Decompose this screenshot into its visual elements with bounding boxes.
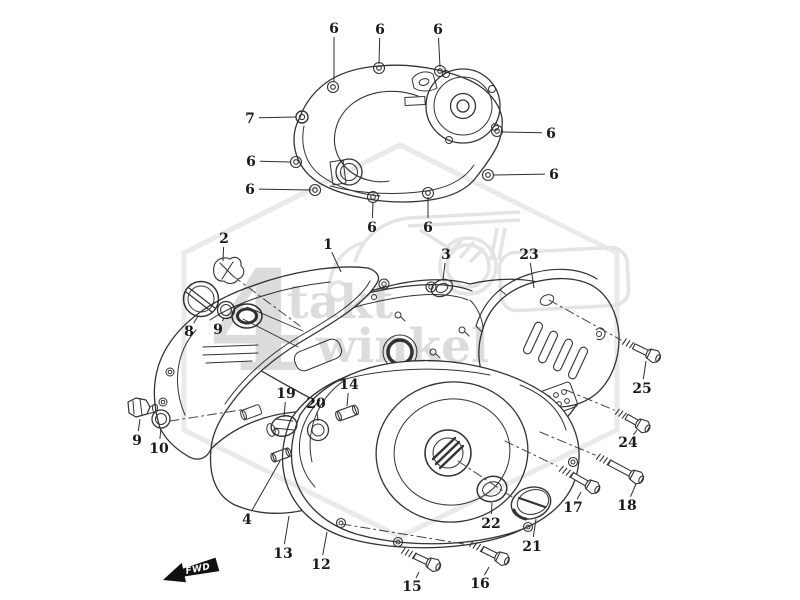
callout-label-6: 6 bbox=[433, 22, 443, 38]
callout-label-20: 20 bbox=[306, 396, 326, 412]
callout-label-6: 6 bbox=[367, 220, 377, 236]
pointer-lines bbox=[242, 306, 304, 348]
callout-label-6: 6 bbox=[246, 154, 256, 170]
callout-label-6: 6 bbox=[423, 220, 433, 236]
leader-line-6 bbox=[502, 131, 543, 134]
leader-line-12 bbox=[322, 531, 328, 556]
leader-line-6 bbox=[259, 160, 291, 163]
part-2-cap bbox=[213, 256, 245, 284]
leader-line-13 bbox=[283, 515, 290, 545]
leader-line-10 bbox=[159, 427, 162, 440]
callout-label-14: 14 bbox=[339, 377, 359, 393]
callout-label-9: 9 bbox=[213, 322, 223, 338]
callout-label-13: 13 bbox=[273, 546, 292, 562]
callout-label-12: 12 bbox=[311, 557, 330, 573]
leader-line-4 bbox=[251, 460, 281, 512]
callout-label-18: 18 bbox=[617, 498, 636, 514]
callout-label-22: 22 bbox=[481, 516, 500, 532]
watermark-word-2: winkel bbox=[315, 319, 489, 374]
watermark-word-1: takt bbox=[287, 275, 394, 330]
bolt-16 bbox=[468, 540, 510, 567]
clutch-boss bbox=[425, 68, 501, 144]
leader-line-3 bbox=[442, 262, 446, 281]
bolt-24 bbox=[614, 408, 651, 434]
callout-label-8: 8 bbox=[184, 324, 194, 340]
leader-line-23 bbox=[529, 262, 535, 289]
callout-label-6: 6 bbox=[329, 21, 339, 37]
leader-line-18 bbox=[630, 483, 637, 497]
callout-label-16: 16 bbox=[470, 576, 489, 592]
callout-label-21: 21 bbox=[522, 539, 541, 555]
part-9-oring-top bbox=[216, 300, 236, 320]
leader-line-6 bbox=[258, 188, 312, 191]
leader-line-20 bbox=[316, 411, 319, 422]
watermark: 4 takt winkel bbox=[181, 142, 631, 540]
hub-hole bbox=[424, 429, 472, 477]
callout-label-10: 10 bbox=[149, 441, 169, 457]
leader-line-9 bbox=[137, 418, 141, 432]
leader-line-16 bbox=[483, 566, 490, 576]
bolt-15 bbox=[401, 547, 442, 573]
leader-line-7 bbox=[258, 116, 297, 119]
callout-label-2: 2 bbox=[219, 231, 229, 247]
callout-label-23: 23 bbox=[519, 247, 538, 263]
leader-line-21 bbox=[532, 518, 537, 538]
part-4-dowel-pin bbox=[270, 447, 292, 463]
callout-label-6: 6 bbox=[549, 167, 559, 183]
bolt-17 bbox=[558, 465, 601, 495]
leader-line-17 bbox=[576, 491, 582, 500]
callout-label-19: 19 bbox=[276, 386, 295, 402]
callout-label-4: 4 bbox=[242, 512, 252, 528]
callout-label-6: 6 bbox=[546, 126, 556, 142]
leader-line-6 bbox=[493, 173, 546, 176]
fwd-arrow-shape bbox=[163, 557, 220, 583]
drain-boss bbox=[240, 404, 263, 421]
callout-label-7: 7 bbox=[245, 111, 255, 127]
clutch-cover-notch bbox=[411, 71, 438, 92]
leader-line-8 bbox=[193, 315, 199, 324]
callout-label-25: 25 bbox=[632, 381, 651, 397]
callout-label-1: 1 bbox=[323, 237, 333, 253]
part-19-plug bbox=[266, 415, 298, 437]
callout-label-3: 3 bbox=[441, 247, 451, 263]
leader-line-14 bbox=[346, 392, 349, 407]
leader-line-25 bbox=[642, 360, 647, 380]
leader-line-22 bbox=[490, 502, 493, 515]
leader-line-1 bbox=[331, 251, 342, 273]
watermark-big-numeral: 4 bbox=[208, 240, 304, 403]
leader-line-15 bbox=[415, 571, 420, 579]
part-14-dowel-pin bbox=[335, 404, 359, 422]
leader-line-24 bbox=[633, 429, 638, 436]
leader-line-9 bbox=[221, 317, 225, 322]
cover-bolts bbox=[289, 61, 504, 204]
leader-line-6 bbox=[378, 37, 381, 65]
callout-label-17: 17 bbox=[563, 500, 582, 516]
bolt-25 bbox=[621, 338, 662, 364]
leader-line-6 bbox=[371, 201, 374, 219]
bolt-18 bbox=[595, 453, 645, 485]
callout-label-9: 9 bbox=[132, 433, 142, 449]
leader-line-6 bbox=[438, 37, 441, 68]
leader-line-19 bbox=[283, 401, 286, 418]
callout-label-6: 6 bbox=[375, 22, 385, 38]
fwd-arrow-label: FWD bbox=[185, 562, 212, 577]
callout-label-15: 15 bbox=[402, 579, 421, 595]
callout-label-24: 24 bbox=[618, 435, 638, 451]
magneto-cover-12 bbox=[290, 359, 580, 548]
watermark-moped-outline bbox=[327, 210, 631, 313]
fwd-arrow: FWD bbox=[163, 557, 220, 583]
leader-line-2 bbox=[222, 246, 225, 262]
callout-label-6: 6 bbox=[245, 182, 255, 198]
part-21-cap bbox=[510, 486, 552, 521]
